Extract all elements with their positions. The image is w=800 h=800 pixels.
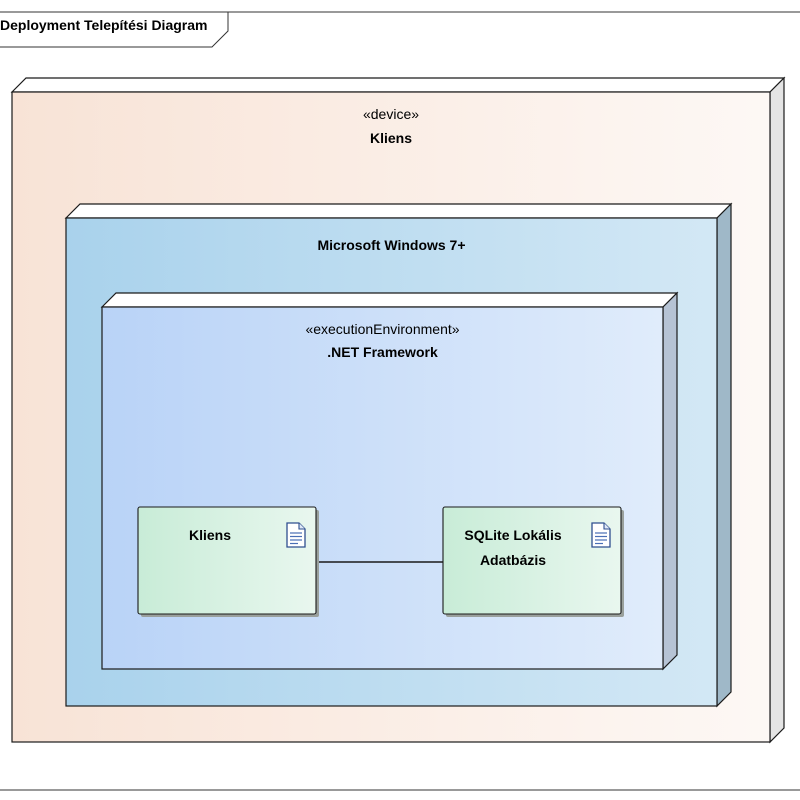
diagram-frame	[0, 11, 800, 791]
environment-name: .NET Framework	[327, 344, 438, 360]
artifact-kliens-shape[interactable]	[137, 506, 319, 617]
document-icon	[591, 522, 611, 548]
document-icon	[286, 522, 306, 548]
artifact-kliens-label: Kliens	[188, 527, 231, 543]
artifact-sqlite[interactable]: SQLite Lokális Adatbázis	[443, 507, 621, 614]
artifact-sqlite-label-line2: Adatbázis	[479, 552, 547, 568]
artifact-sqlite-shape[interactable]	[442, 506, 624, 617]
diagram-frame-title: Deployment Telepítési Diagram	[0, 17, 208, 33]
device-stereotype: «device»	[362, 106, 420, 122]
artifact-kliens[interactable]: Kliens	[138, 507, 316, 614]
artifact-sqlite-label-line1: SQLite Lokális	[464, 527, 562, 543]
environment-stereotype: «executionEnvironment»	[305, 321, 460, 337]
os-name: Microsoft Windows 7+	[317, 237, 466, 253]
device-name: Kliens	[369, 130, 412, 146]
